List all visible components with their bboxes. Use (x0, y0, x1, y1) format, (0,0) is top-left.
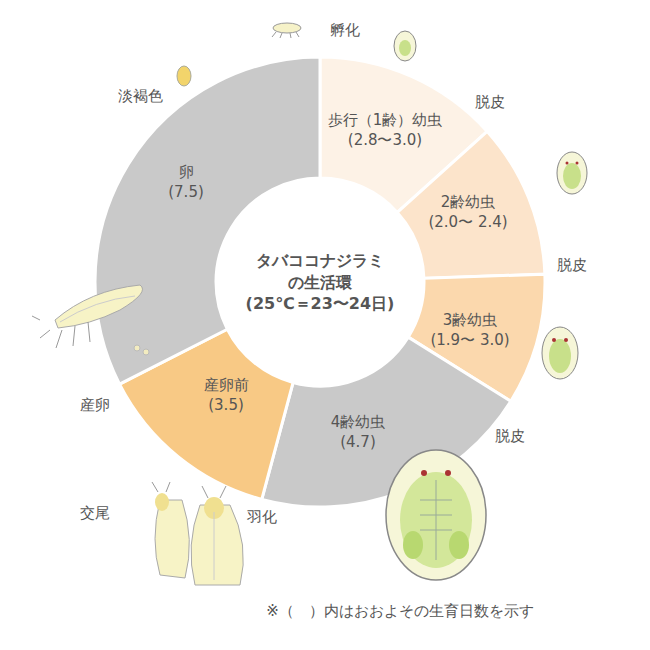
stage-label: 産卵 (80, 396, 110, 415)
title-text: タバココナジラミ の生活環 (253, 250, 387, 293)
stage-label: 交尾 (80, 504, 110, 523)
mating-adults (152, 482, 243, 585)
duration-days: (2.8〜3.0) (328, 130, 443, 150)
stage-label: 羽化 (247, 508, 277, 527)
duration-days: (4.7) (331, 432, 386, 452)
segment-fill (397, 131, 545, 278)
segment-fill (408, 274, 545, 401)
larva-1 (394, 31, 416, 61)
stage-name: 4齢幼虫 (331, 412, 386, 432)
duration-text: (25℃＝23〜24日) (245, 293, 395, 315)
stage-name: 産卵前 (204, 375, 249, 395)
center-text: タバココナジラミ の生活環(25℃＝23〜24日) (245, 250, 395, 315)
stage-name: 3齢幼虫 (430, 310, 509, 330)
larva-4 (386, 450, 486, 580)
hatch-larva (272, 23, 301, 38)
egg (177, 66, 191, 86)
stage-label: 孵化 (330, 21, 360, 40)
duration-days: (1.9〜 3.0) (430, 330, 509, 350)
stage-label: 脱皮 (475, 93, 505, 112)
segment-text: 卵(7.5) (168, 162, 204, 203)
larva-2 (557, 152, 587, 194)
color-label: 淡褐色 (118, 87, 163, 106)
segment-fill (120, 329, 294, 499)
segment-text: 産卵前(3.5) (204, 375, 249, 416)
footnote: ※（ ）内はおおよその生育日数を示す (266, 602, 534, 621)
adult-laying (32, 285, 149, 355)
duration-days: (2.0〜 2.4) (428, 212, 507, 232)
duration-days: (7.5) (168, 182, 204, 202)
stage-name: 卵 (168, 162, 204, 182)
segment-fill (95, 57, 320, 384)
stage-label: 脱皮 (495, 427, 525, 446)
segment-text: 4齢幼虫(4.7) (331, 412, 386, 453)
segment-text: 歩行（1齢）幼虫(2.8〜3.0) (328, 110, 443, 151)
segment-text: 3齢幼虫(1.9〜 3.0) (430, 310, 509, 351)
segment-text: 2齢幼虫(2.0〜 2.4) (428, 192, 507, 233)
stage-name: 歩行（1齢）幼虫 (328, 110, 443, 130)
segment-fill (320, 57, 487, 212)
center-circle: タバココナジラミ の生活環(25℃＝23〜24日) (218, 180, 422, 384)
larva-3 (542, 327, 578, 379)
stage-name: 2齢幼虫 (428, 192, 507, 212)
duration-days: (3.5) (204, 395, 249, 415)
stage-label: 脱皮 (557, 256, 587, 275)
